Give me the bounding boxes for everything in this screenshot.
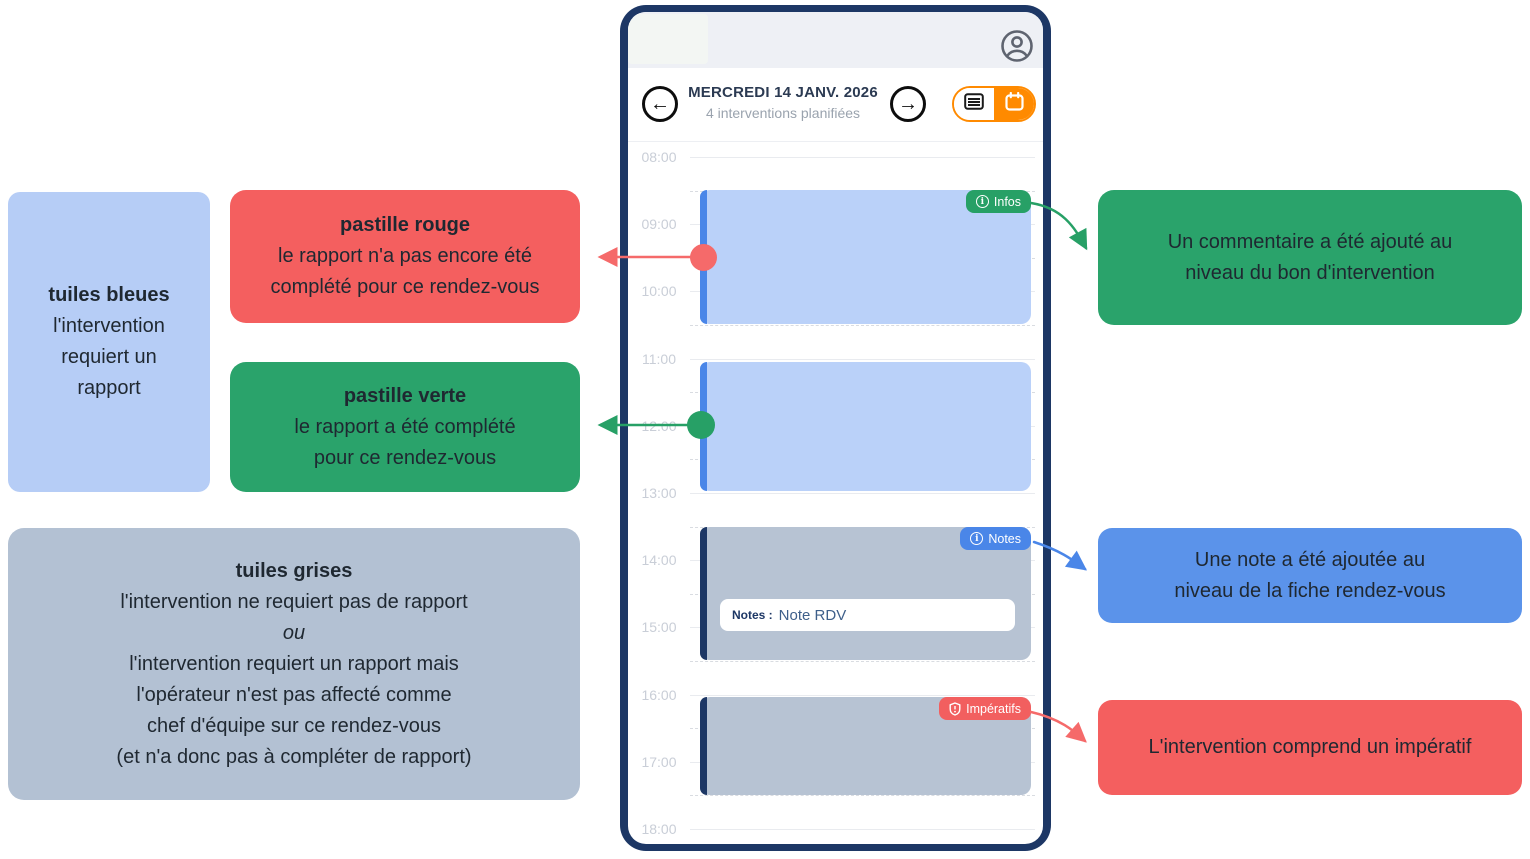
annotation-notes-badge: Une note a été ajoutée au niveau de la fi… [1098, 528, 1522, 623]
hour-label: 18:00 [641, 821, 677, 837]
hour-label: 15:00 [641, 619, 677, 636]
red-dot [690, 244, 717, 271]
status-bar [628, 12, 1043, 68]
annotation-blue-tiles: tuiles bleues l'intervention requiert un ra… [8, 192, 210, 492]
infos-badge: i Infos [965, 190, 1031, 213]
half-hour-gridline [690, 661, 1035, 662]
phone-frame: ← MERCREDI 14 JANV. 2026 4 interventions… [620, 5, 1051, 851]
calendar-view-button[interactable] [994, 88, 1034, 120]
annotation-line: le rapport a été complété [294, 415, 516, 438]
intervention-tile-3[interactable]: i Notes Notes : Note RDV [700, 527, 1031, 660]
annotation-line: rapport [77, 377, 141, 399]
annotation-line: chef d'équipe sur ce rendez-vous [147, 714, 441, 737]
annotation-line: Une note a été ajoutée au [1194, 548, 1426, 571]
intervention-tile-4[interactable]: Impératifs [700, 697, 1031, 795]
annotation-line: pastille rouge [339, 214, 471, 236]
next-day-button[interactable]: → [890, 86, 926, 122]
annotation-line: (et n'a donc pas à compléter de rapport) [116, 745, 472, 768]
annotation-gray-tiles: tuiles grises l'intervention ne requiert … [8, 528, 580, 800]
green-dot [687, 411, 715, 439]
badge-label: Infos [993, 194, 1021, 209]
shield-icon [949, 701, 961, 716]
note-label: Notes : [732, 608, 773, 622]
notes-badge: i Notes [960, 527, 1031, 550]
hour-gridline [690, 829, 1035, 830]
annotation-line: l'opérateur n'est pas affecté comme [136, 683, 452, 706]
hour-gridline [690, 493, 1035, 494]
calendar-icon [1004, 91, 1024, 116]
intervention-tile-1[interactable]: i Infos [700, 190, 1031, 324]
hour-gridline [690, 358, 1035, 360]
previous-day-button[interactable]: ← [642, 86, 678, 122]
annotation-line: complété pour ce rendez-vous [270, 276, 540, 298]
hour-label: 08:00 [641, 149, 677, 165]
list-icon [964, 93, 984, 115]
hour-label: 13:00 [641, 485, 677, 501]
list-view-button[interactable] [954, 88, 994, 120]
hour-label: 10:00 [641, 283, 677, 300]
annotation-line: tuiles bleues [48, 284, 170, 306]
calendar-header: ← MERCREDI 14 JANV. 2026 4 interventions… [628, 68, 1043, 142]
annotation-green-dot: pastille verte le rapport a été complété p… [230, 362, 580, 492]
hour-label: 11:00 [642, 350, 676, 367]
info-icon: i [970, 532, 984, 545]
annotation-red-dot: pastille rouge le rapport n'a pas encore … [230, 190, 580, 323]
hour-gridline [690, 157, 1035, 158]
view-toggle[interactable] [952, 86, 1036, 122]
hour-label: 17:00 [641, 753, 677, 770]
date-title: MERCREDI 14 JANV. 2026 [688, 84, 878, 101]
annotation-line: pour ce rendez-vous [313, 446, 497, 469]
tile-left-bar [700, 527, 707, 660]
intervention-tile-2[interactable] [700, 362, 1031, 491]
hour-label: 12:00 [641, 417, 677, 434]
hour-label: 16:00 [641, 686, 677, 703]
annotation-line: ou [282, 621, 306, 644]
interventions-count: 4 interventions planifiées [705, 105, 861, 121]
annotation-line: niveau du bon d'intervention [1185, 261, 1435, 284]
annotation-infos-badge: Un commentaire a été ajouté au niveau du … [1098, 190, 1522, 325]
half-hour-gridline [690, 325, 1035, 326]
annotation-line: L'intervention comprend un impératif [1148, 736, 1472, 758]
annotation-line: niveau de la fiche rendez-vous [1174, 579, 1446, 602]
note-field: Notes : Note RDV [720, 599, 1015, 631]
annotation-line: tuiles grises [235, 559, 353, 582]
annotation-line: l'intervention [53, 315, 165, 337]
imperatifs-badge: Impératifs [939, 697, 1031, 720]
phone-screen: ← MERCREDI 14 JANV. 2026 4 interventions… [628, 12, 1043, 844]
annotation-line: requiert un [61, 346, 157, 368]
status-bar-patch [628, 14, 708, 64]
annotation-imperatifs: L'intervention comprend un impératif [1098, 700, 1522, 795]
annotation-line: l'intervention ne requiert pas de rappor… [120, 590, 468, 613]
hour-label: 14:00 [641, 552, 677, 569]
hour-label: 09:00 [641, 216, 677, 233]
annotation-line: le rapport n'a pas encore été [278, 245, 532, 267]
header-date-block: MERCREDI 14 JANV. 2026 4 interventions p… [680, 84, 886, 121]
half-hour-gridline [690, 795, 1035, 797]
badge-label: Impératifs [966, 701, 1021, 716]
annotation-line: Un commentaire a été ajouté au [1167, 230, 1453, 253]
hour-gridline [690, 694, 1035, 696]
account-icon[interactable] [1000, 29, 1034, 63]
annotation-line: pastille verte [343, 384, 467, 407]
note-value: Note RDV [778, 606, 847, 624]
annotation-line: l'intervention requiert un rapport mais [129, 652, 459, 675]
badge-label: Notes [988, 531, 1021, 546]
tile-left-bar [700, 697, 707, 795]
info-icon: i [975, 195, 989, 208]
